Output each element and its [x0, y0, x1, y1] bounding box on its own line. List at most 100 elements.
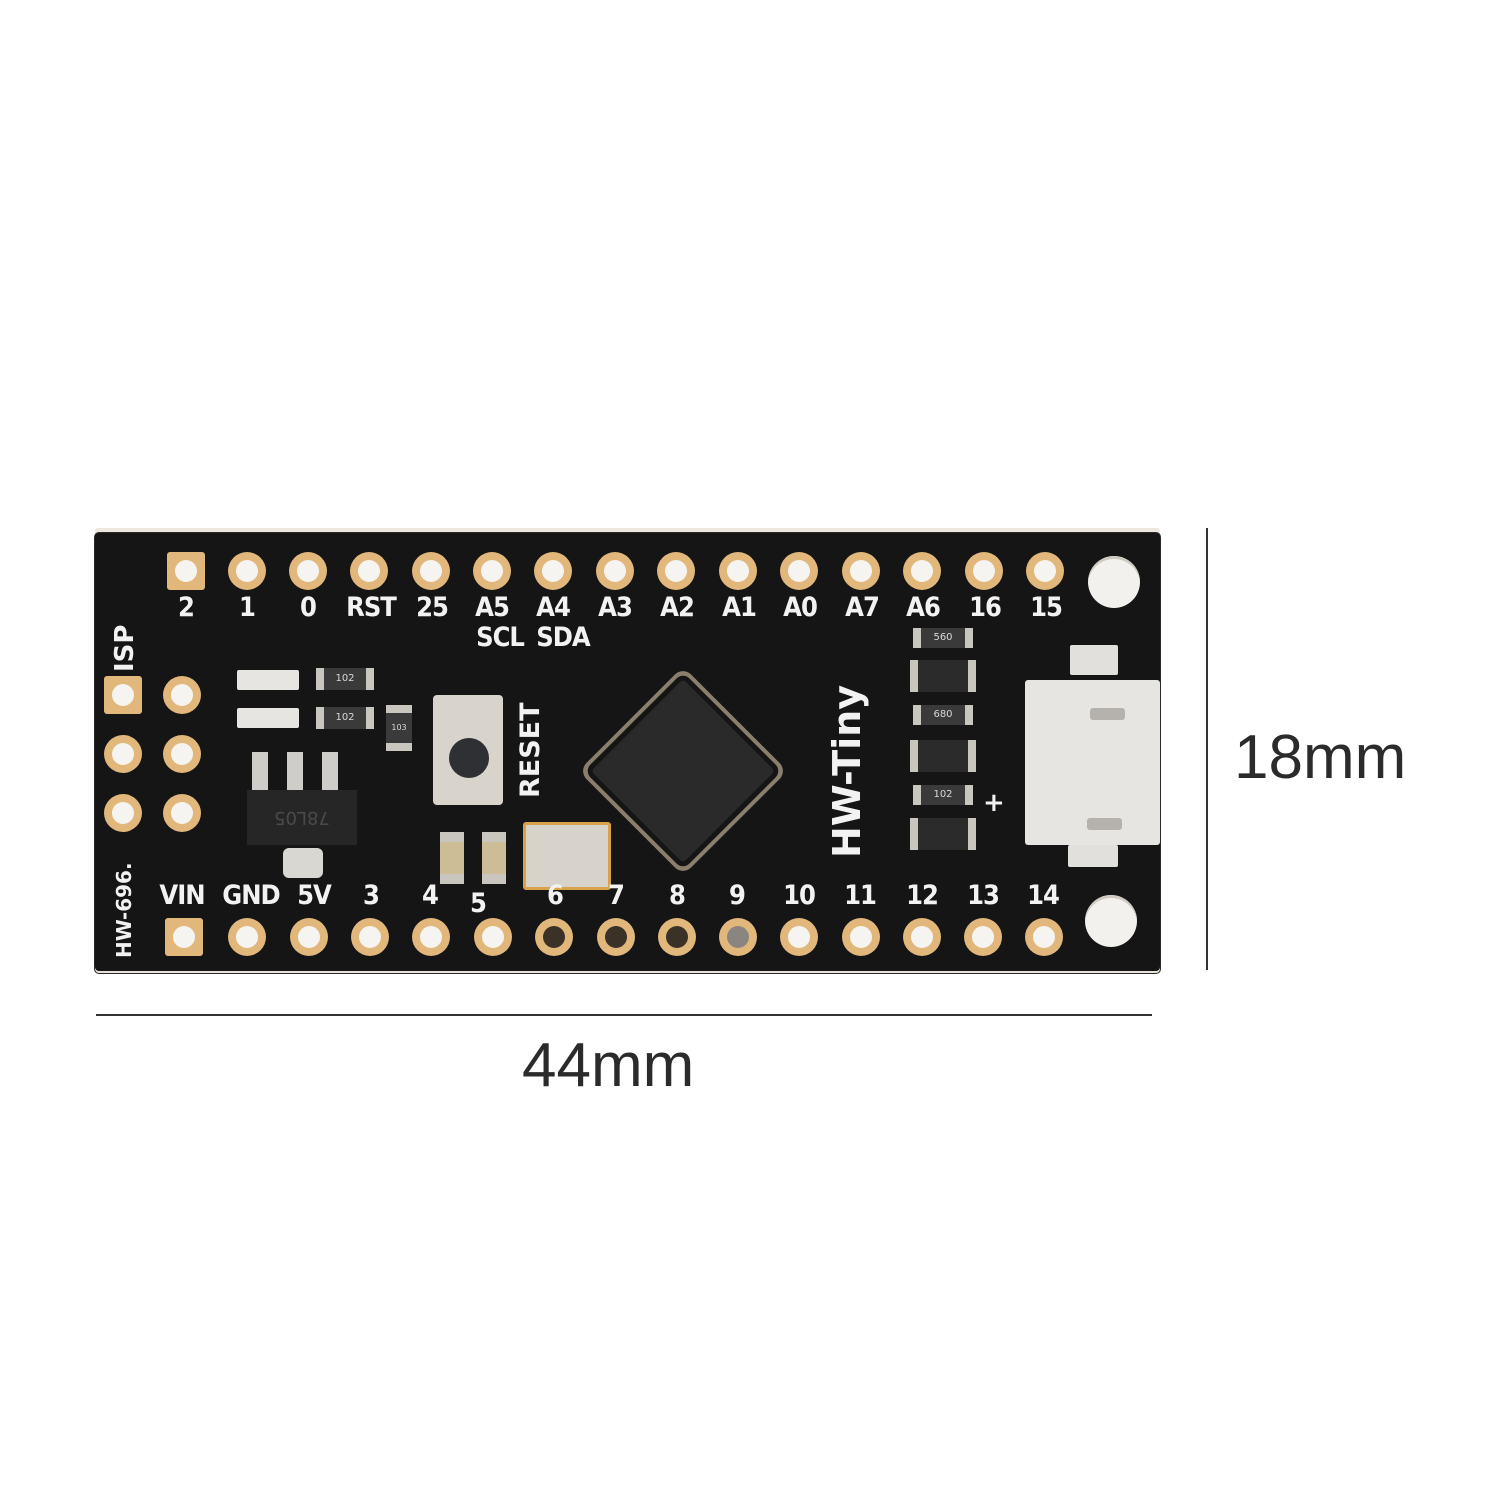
pad-bottom-3: [351, 918, 389, 956]
diode: [910, 660, 976, 692]
pin-label: 15: [1030, 592, 1063, 623]
pin-label: 0: [300, 592, 317, 623]
pad-bottom-9: [719, 918, 757, 956]
pad-top-a4: [534, 552, 572, 590]
pin-label: A4: [536, 592, 571, 623]
pin-label: 25: [416, 592, 449, 623]
pad-bottom-vin: [165, 918, 203, 956]
pad-top-16: [965, 552, 1003, 590]
pin-label: A7: [845, 592, 880, 623]
height-dimension-line: [1206, 528, 1208, 970]
isp-pad-2: [163, 676, 201, 714]
resistor: 102: [316, 668, 374, 690]
pad-bottom-13: [964, 918, 1002, 956]
led-status: [237, 708, 299, 728]
pad-top-a1: [719, 552, 757, 590]
pad-bottom-5v: [290, 918, 328, 956]
pad-top-2: [167, 552, 205, 590]
board-top-edge: [95, 528, 1160, 536]
pad-bottom-7: [597, 918, 635, 956]
pin-label: A6: [906, 592, 941, 623]
diode: [910, 740, 976, 772]
resistor: 102: [913, 785, 973, 805]
pad-top-a6: [903, 552, 941, 590]
pin-label: A1: [722, 592, 757, 623]
pin-label: 14: [1027, 880, 1060, 911]
pin-label: A5: [475, 592, 510, 623]
pin-label: A2: [660, 592, 695, 623]
micro-usb-port[interactable]: [1025, 680, 1160, 845]
height-dimension-label: 18mm: [1234, 723, 1407, 792]
usb-slot: [1090, 708, 1125, 720]
regulator-leg: [252, 752, 268, 792]
pin-label: 9: [729, 880, 746, 911]
pad-bottom-4: [412, 918, 450, 956]
diode: [910, 818, 976, 850]
part-number: HW-696.: [112, 862, 136, 958]
regulator-leg: [287, 752, 303, 792]
isp-label: ISP: [110, 624, 140, 672]
regulator-mark: 78L05: [274, 807, 330, 828]
isp-pad-5: [104, 794, 142, 832]
pin-label: 1: [239, 592, 256, 623]
pin-label: 5V: [297, 880, 332, 911]
capacitor: [482, 832, 506, 884]
pad-bottom-6: [535, 918, 573, 956]
pin-label: 6: [547, 880, 564, 911]
regulator-leg: [322, 752, 338, 792]
capacitor: [440, 832, 464, 884]
resistor: 680: [913, 705, 973, 725]
pad-bottom-5: [474, 918, 512, 956]
reset-button-knob[interactable]: [449, 738, 489, 778]
isp-pad-3: [104, 735, 142, 773]
sda-label: SDA: [536, 622, 590, 653]
resistor: 103: [386, 705, 412, 751]
pad-top-a2: [657, 552, 695, 590]
usb-slot: [1087, 818, 1122, 830]
pin-label: A3: [598, 592, 633, 623]
width-dimension-line: [96, 1014, 1152, 1016]
isp-pad-4: [163, 735, 201, 773]
reset-label: RESET: [515, 702, 546, 798]
regulator-tab: [283, 848, 323, 878]
pin-label: 7: [608, 880, 625, 911]
pad-bottom-gnd: [228, 918, 266, 956]
pad-bottom-10: [780, 918, 818, 956]
usb-tab-top: [1070, 645, 1118, 675]
pin-label: 12: [906, 880, 939, 911]
pad-bottom-14: [1025, 918, 1063, 956]
pin-label: 10: [783, 880, 816, 911]
pad-top-a3: [596, 552, 634, 590]
pin-label: 16: [969, 592, 1002, 623]
scl-label: SCL: [476, 622, 525, 653]
board-model-name: HW-Tiny: [825, 685, 869, 858]
polarity-mark: +: [983, 788, 1005, 818]
pad-bottom-8: [658, 918, 696, 956]
mounting-hole-bottom: [1085, 895, 1137, 947]
pin-label: 8: [669, 880, 686, 911]
width-dimension-label: 44mm: [522, 1031, 695, 1100]
pad-top-15: [1026, 552, 1064, 590]
pin-label: VIN: [159, 880, 205, 911]
pad-top-0: [289, 552, 327, 590]
pin-label: GND: [222, 880, 280, 911]
pad-bottom-12: [903, 918, 941, 956]
voltage-regulator: 78L05: [247, 790, 357, 845]
crystal-oscillator: [523, 822, 611, 890]
pin-label: 11: [844, 880, 877, 911]
pin-label: 3: [363, 880, 380, 911]
pin-label: 2: [178, 592, 195, 623]
pad-bottom-11: [842, 918, 880, 956]
pin-label: 4: [422, 880, 439, 911]
pin-label: 5: [470, 888, 487, 919]
usb-tab-bottom: [1068, 845, 1118, 867]
isp-pad-1: [104, 676, 142, 714]
led-power: [237, 670, 299, 690]
pad-top-25: [412, 552, 450, 590]
pin-label: A0: [783, 592, 818, 623]
resistor: 560: [913, 628, 973, 648]
pad-top-a5: [473, 552, 511, 590]
pin-label: RST: [346, 592, 397, 623]
pin-label: 13: [967, 880, 1000, 911]
pad-top-rst: [350, 552, 388, 590]
